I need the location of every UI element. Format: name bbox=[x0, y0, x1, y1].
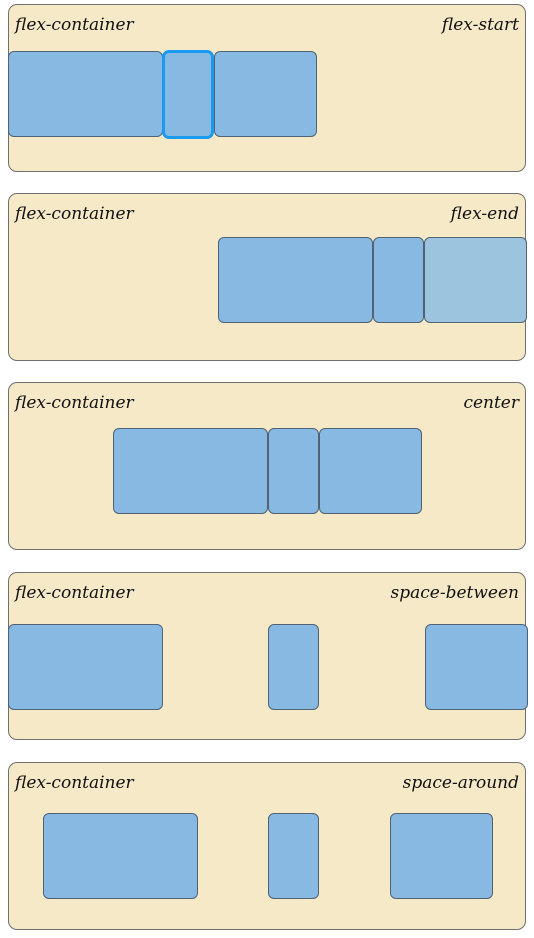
flex-item-narrow bbox=[373, 237, 424, 323]
container-label: flex-container bbox=[15, 204, 134, 224]
flex-item-medium bbox=[390, 813, 493, 899]
flex-item-medium bbox=[319, 428, 422, 514]
flex-item-medium bbox=[425, 624, 528, 710]
flex-item-narrow bbox=[268, 813, 319, 899]
flex-item-narrow bbox=[268, 428, 319, 514]
justify-mode-label: flex-end bbox=[450, 204, 519, 224]
justify-mode-label: center bbox=[463, 393, 519, 413]
container-label: flex-container bbox=[15, 773, 134, 793]
justify-mode-label: space-around bbox=[402, 773, 519, 793]
flex-item-wide bbox=[8, 51, 163, 137]
container-label: flex-container bbox=[15, 393, 134, 413]
flex-item-narrow bbox=[268, 624, 319, 710]
space-around-container: flex-container space-around bbox=[8, 762, 526, 930]
flex-item-wide bbox=[113, 428, 268, 514]
center-container: flex-container center bbox=[8, 382, 526, 550]
flex-item-medium-faded bbox=[424, 237, 527, 323]
flex-item-wide bbox=[8, 624, 163, 710]
flex-end-container: flex-container flex-end bbox=[8, 193, 527, 361]
flex-item-wide bbox=[43, 813, 198, 899]
flex-item-narrow-highlighted bbox=[162, 50, 214, 139]
space-between-container: flex-container space-between bbox=[8, 572, 528, 740]
flex-item-medium bbox=[214, 51, 317, 137]
flex-start-container: flex-container flex-start bbox=[8, 4, 526, 172]
justify-mode-label: flex-start bbox=[441, 15, 519, 35]
container-label: flex-container bbox=[15, 15, 134, 35]
justify-mode-label: space-between bbox=[390, 583, 519, 603]
flex-item-wide bbox=[218, 237, 373, 323]
container-label: flex-container bbox=[15, 583, 134, 603]
